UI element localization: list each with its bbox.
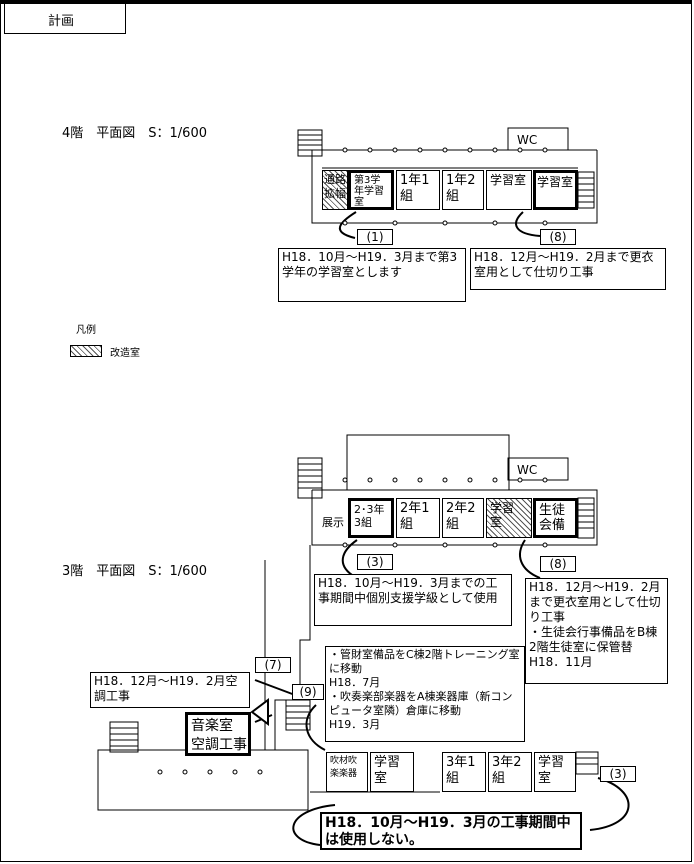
note-bottom-3f: H18．10月～H19．3月の工事期間中は使用しない。 — [320, 812, 582, 850]
note-7-3f: H18．12月～H19．2月空調工事 — [90, 672, 250, 708]
header-tab-label: 計画 — [48, 14, 75, 29]
tag-1-4f: (1) — [357, 229, 393, 245]
note-9-3f: ・管財室備品をC棟2階トレーニング室に移動 H18．7月 ・吹奏楽部楽器をA棟楽… — [325, 646, 525, 742]
room-3-2-3f: 3年2 組 — [488, 752, 532, 792]
wc-label-3f: WC — [517, 463, 538, 477]
tag-3b-3f: (3) — [600, 766, 636, 782]
room-study2-4f: 学習室 — [533, 170, 578, 210]
tag-9-3f: (9) — [292, 684, 324, 700]
room-student-3f: 生徒 会備 — [533, 498, 578, 538]
room-2-2-3f: 2年2 組 — [442, 498, 484, 538]
room-passage-4f: 通路 拡幅 — [322, 170, 348, 210]
room-2-1-3f: 2年1 組 — [396, 498, 440, 538]
room-study-4f: 学習室 — [486, 170, 532, 210]
room-1-1-4f: 1年1 組 — [396, 170, 440, 210]
legend-title: 凡例 — [76, 325, 96, 336]
room-1-2-4f: 1年2 組 — [442, 170, 484, 210]
room-3-1-3f: 3年1 組 — [442, 752, 486, 792]
room-study-low2-3f: 学習 室 — [534, 752, 576, 792]
room-band-3f: 吹材吹 楽楽器 — [326, 752, 368, 792]
header-tab[interactable] — [4, 4, 126, 34]
room-display-3f: 展示 — [322, 516, 344, 529]
room-study-3f: 学習 室 — [486, 498, 532, 538]
room-music-3f: 音楽室 空調工事 — [185, 712, 251, 756]
room-2-3-3f: 2･3年 3組 — [348, 498, 394, 538]
legend-item-label: 改造室 — [110, 348, 140, 359]
tag-7-3f: (7) — [255, 657, 291, 673]
room-study-low-3f: 学習 室 — [370, 752, 414, 792]
note-3-3f: H18．10月～H19．3月までの工事期間中個別支援学級として使用 — [314, 574, 512, 626]
tag-8-3f: (8) — [540, 556, 576, 572]
legend-hatch-swatch — [70, 345, 102, 357]
floor3-title: 3階 平面図 S：1/600 — [62, 564, 207, 579]
tag-3-3f: (3) — [357, 554, 393, 570]
note-8-3f: H18．12月～H19．2月まで更衣室用として仕切り工事 ・生徒会行事備品をB棟… — [525, 578, 668, 684]
room-3rd-study-4f: 第3学 年学習 室 — [348, 170, 394, 210]
note-8-4f: H18．12月～H19．2月まで更衣室用として仕切り工事 — [470, 248, 666, 290]
wc-label-4f: WC — [517, 133, 538, 147]
floor4-title: 4階 平面図 S：1/600 — [62, 126, 207, 141]
note-1-4f: H18．10月～H19．3月まで第3学年の学習室とします — [278, 248, 466, 302]
tag-8-4f: (8) — [540, 229, 576, 245]
